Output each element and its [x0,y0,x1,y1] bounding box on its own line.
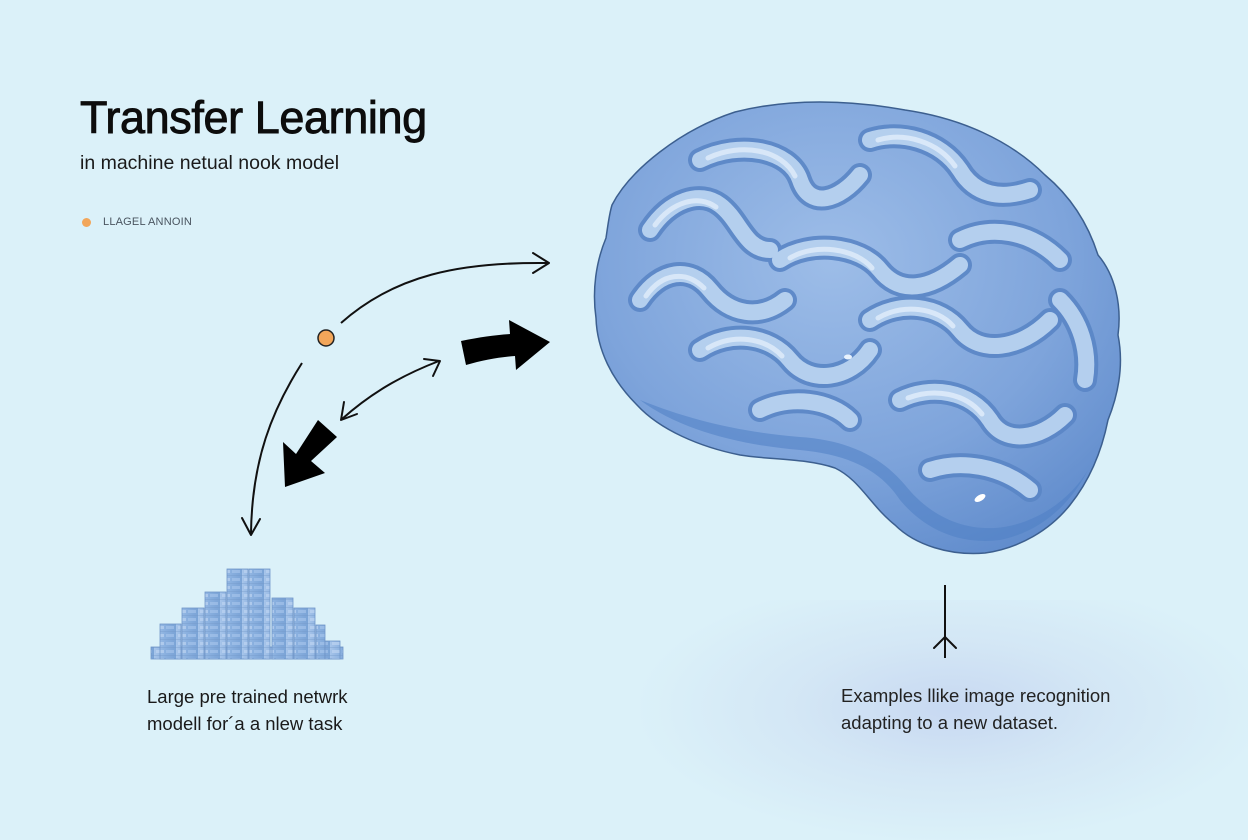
page-subtitle: in machine netual nook model [80,152,340,174]
caption-target-line-1: Examples llike image recognition [841,685,1111,706]
arrow-up-icon [933,585,957,658]
curved-arrow-to-brain-icon [340,252,550,324]
legend-dot-icon [82,217,91,227]
thick-arrow-right-icon [461,320,550,370]
stacked-layers-icon [150,568,344,660]
legend-label: LLAGEL ANNOIN [103,216,193,228]
page-title: Transfer Learning [80,92,428,144]
caption-source-line-1: Large pre trained netwrk [147,686,348,707]
caption-target-task: Examples llike image recognition adaptin… [841,682,1110,736]
caption-source-line-2: modell for´a a nlew task [147,713,343,734]
thick-arrow-down-left-icon [283,420,337,487]
orange-node-icon [317,329,335,347]
curved-arrow-to-stack-icon [241,362,303,536]
legend: LLAGEL ANNOIN [82,216,192,228]
double-arrow-icon [340,358,441,421]
caption-target-line-2: adapting to a new dataset. [841,712,1059,733]
brain-icon [593,101,1122,555]
caption-source-model: Large pre trained netwrk modell for´a a … [147,683,348,737]
